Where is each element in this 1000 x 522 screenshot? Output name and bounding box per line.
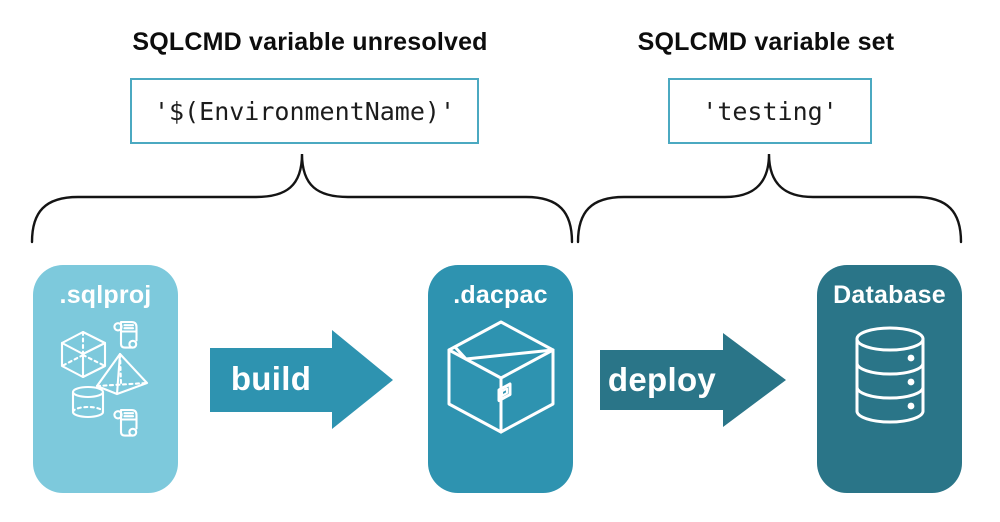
cylinder-icon xyxy=(71,385,105,419)
scroll-icon xyxy=(113,320,138,349)
value-box-set: 'testing' xyxy=(668,78,872,144)
build-label: build xyxy=(230,360,312,397)
right-brace xyxy=(576,153,963,244)
sql-objects-icons xyxy=(60,320,149,437)
value-unresolved: '$(EnvironmentName)' xyxy=(153,96,456,126)
dacpac-label: .dacpac xyxy=(453,281,548,309)
package-box-icon xyxy=(447,320,554,434)
heading-unresolved: SQLCMD variable unresolved xyxy=(132,28,488,56)
left-brace xyxy=(30,153,574,244)
database-cylinder-icon xyxy=(855,326,924,424)
value-set: 'testing' xyxy=(702,96,838,126)
scroll-icon xyxy=(113,408,138,437)
heading-set: SQLCMD variable set xyxy=(637,28,895,56)
cube-icon xyxy=(60,330,107,379)
deploy-label: deploy xyxy=(607,361,717,398)
database-card: Database xyxy=(817,265,962,493)
sqlproj-card: .sqlproj xyxy=(33,265,178,493)
pyramid-icon xyxy=(95,352,149,396)
sqlproj-label: .sqlproj xyxy=(59,281,152,309)
value-box-unresolved: '$(EnvironmentName)' xyxy=(130,78,479,144)
database-label: Database xyxy=(833,281,946,309)
dacpac-card: .dacpac xyxy=(428,265,573,493)
